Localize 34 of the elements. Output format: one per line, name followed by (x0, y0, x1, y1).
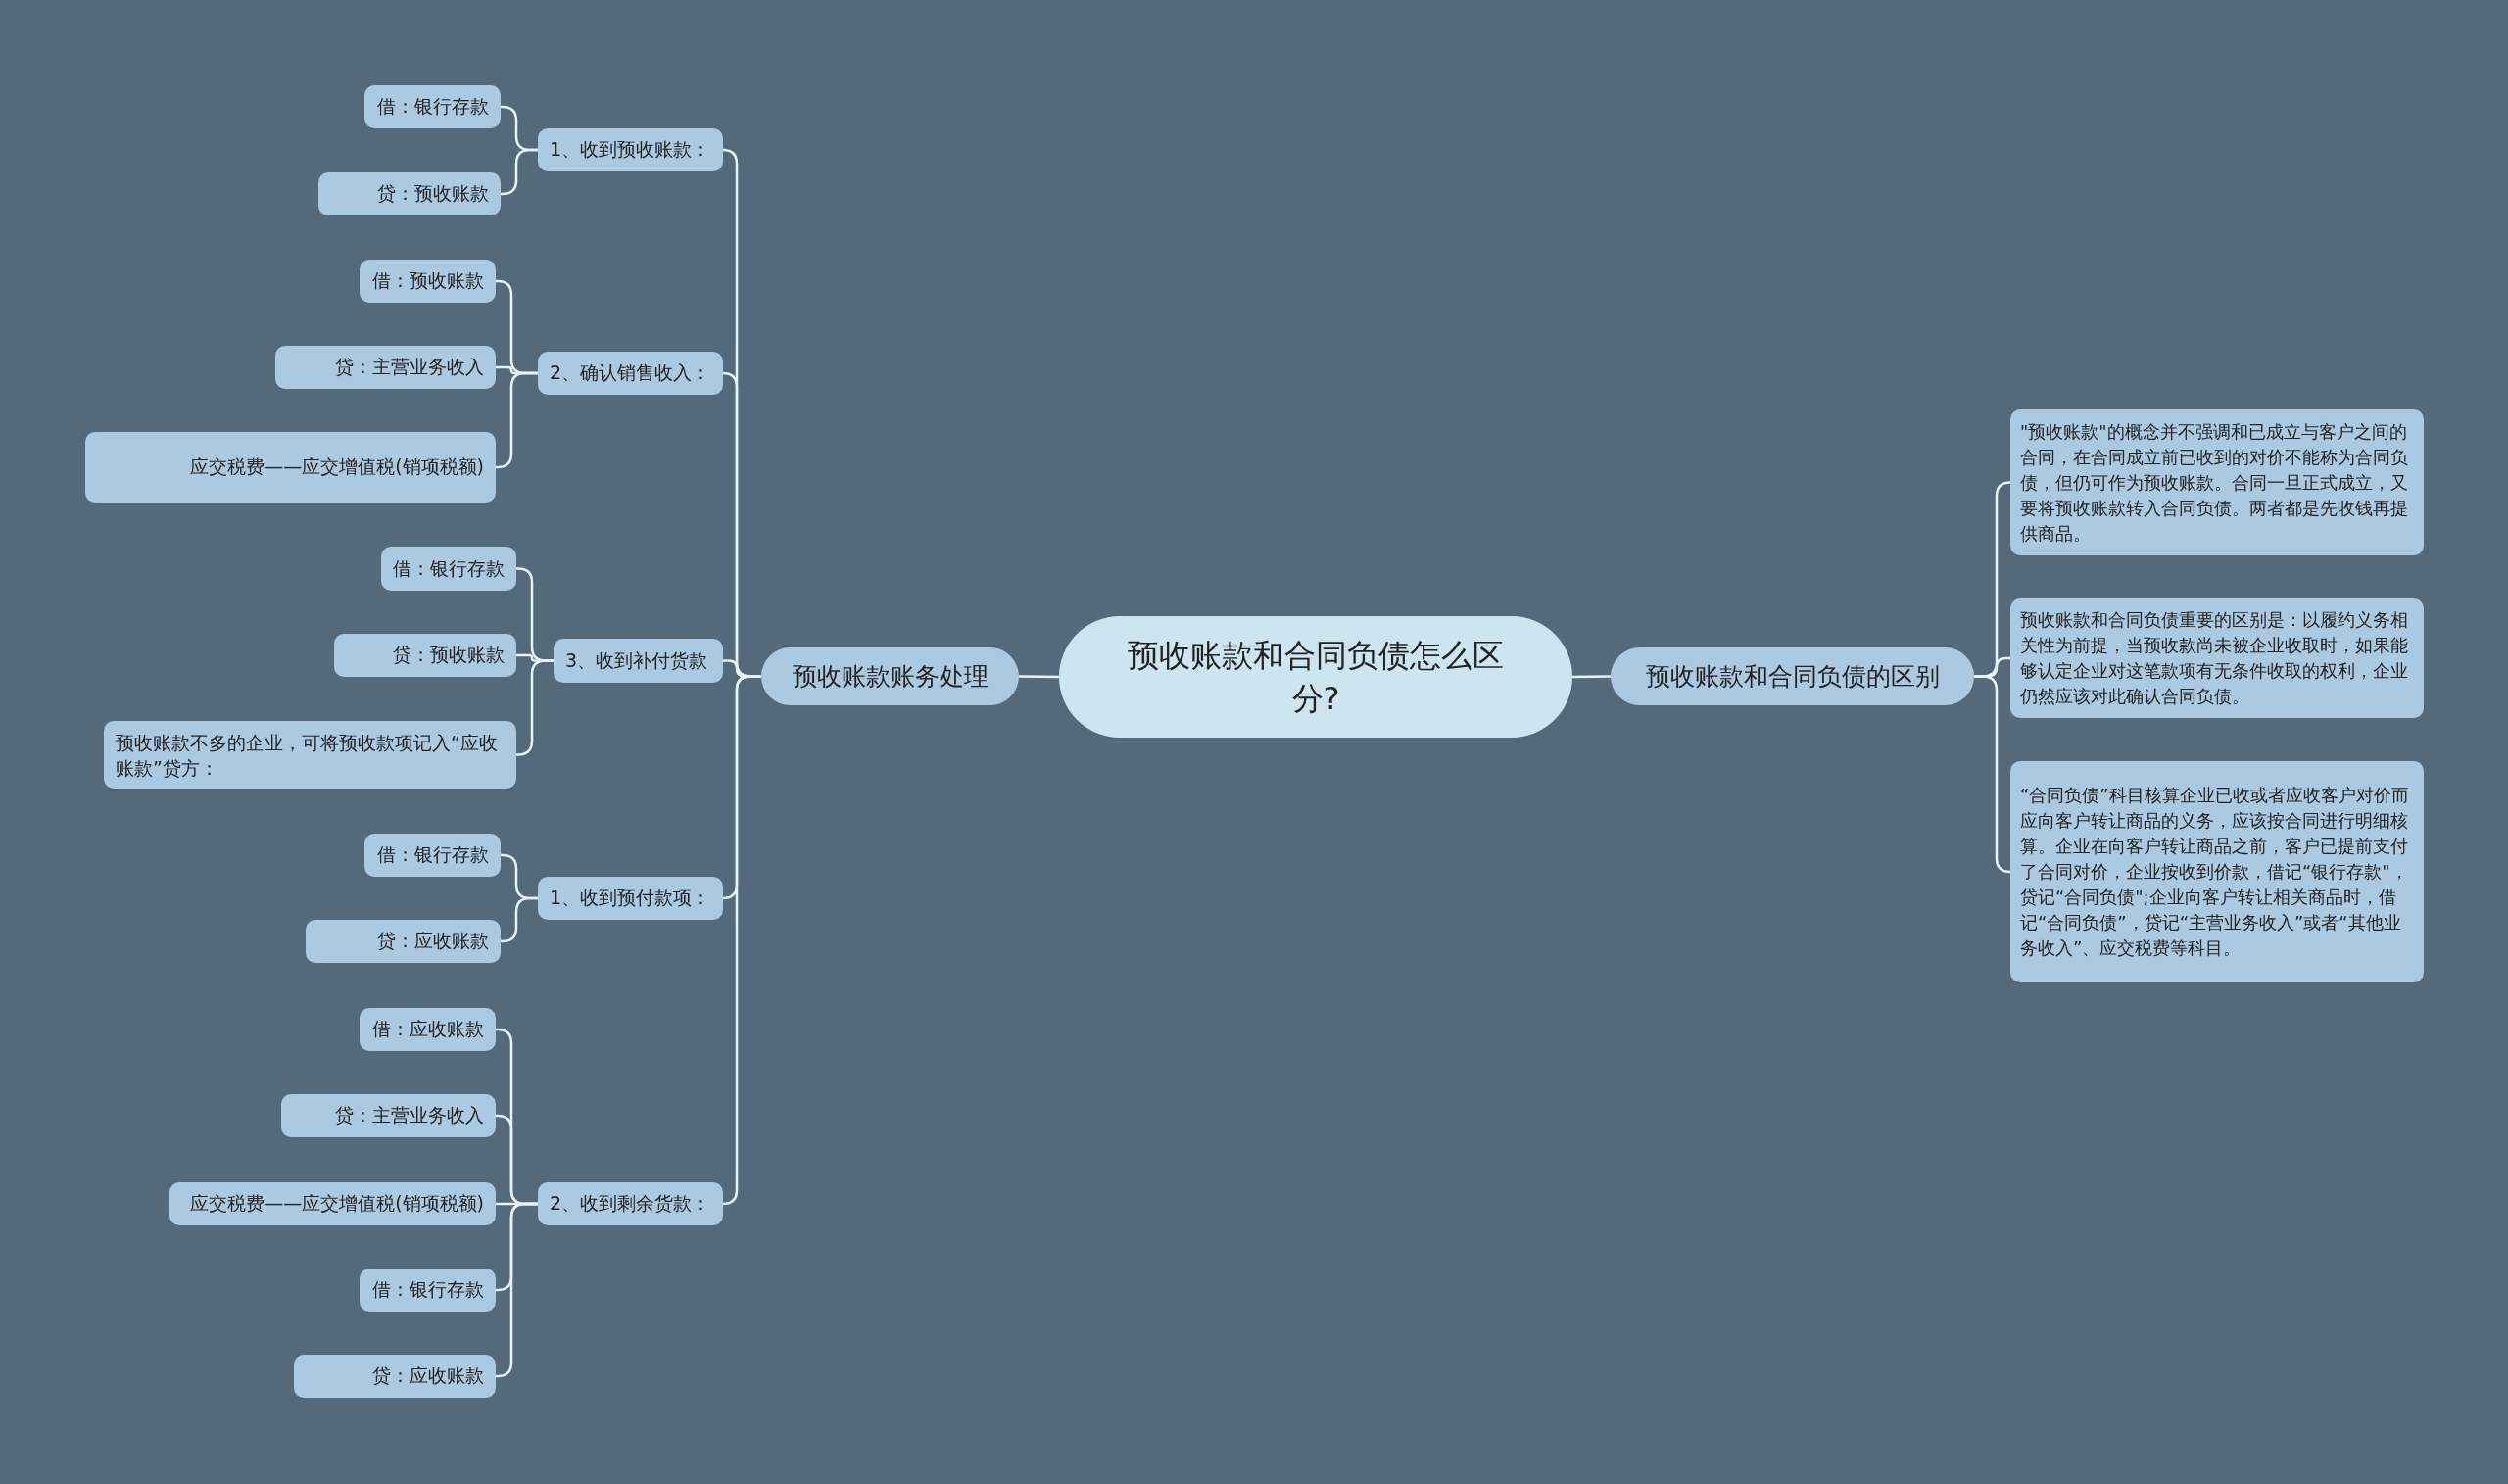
connector-line (501, 896, 538, 943)
connector-line (1572, 675, 1611, 679)
subtopic-box: 1、收到预收账款： (538, 128, 723, 171)
note-box: 预收账款和合同负债重要的区别是：以履约义务相关性为前提，当预收款尚未被企业收取时，如果能够认定企业对这笔款项有无条件收取的权利，企业仍然应该对此确认合同负债。 (2010, 598, 2424, 718)
entry-box: 借：银行存款 (364, 834, 501, 877)
entry-box: 借：应收账款 (360, 1008, 496, 1051)
note-box: "预收账款"的概念并不强调和已成立与客户之间的合同，在合同成立前已收到的对价不能称为合同负债，但仍可作为预收账款。合同一旦正式成立，又要将预收账款转入合同负债。两者都是先收钱再提供商品。 (2010, 409, 2424, 555)
connector-line (1974, 675, 2012, 874)
entry-box: 应交税费——应交增值税(销项税额) (85, 432, 496, 503)
central-topic: 预收账款和合同负债怎么区分? (1059, 616, 1572, 738)
connector-line (496, 1202, 538, 1378)
connector-line (516, 659, 554, 756)
subtopic-box: 3、收到补付货款 (554, 639, 723, 683)
branch-topic: 预收账款账务处理 (761, 647, 1019, 705)
connector-line (1019, 675, 1059, 679)
connector-line (496, 371, 538, 469)
subtopic-box: 2、确认销售收入： (538, 352, 723, 395)
entry-box: 借：银行存款 (364, 85, 501, 128)
entry-box: 贷：应收账款 (306, 920, 501, 963)
subtopic-box: 2、收到剩余货款： (538, 1182, 723, 1225)
branch-topic: 预收账款和合同负债的区别 (1611, 647, 1974, 705)
note-box: “合同负债”科目核算企业已收或者应收客户对价而应向客户转让商品的义务，应该按合同进行明细核算。企业在向客户转让商品之前，客户已提前支付了合同对价，企业按收到价款，借记“银行存款"，贷记“合同负债";企业向客户转让相关商品时，借记“合同负债”，贷记“主营业务收入”或者“其他业务收入”、应交税费等科目。 (2010, 761, 2424, 982)
connector-line (501, 148, 538, 196)
entry-box: 贷：预收账款 (318, 172, 501, 215)
entry-box: 应交税费——应交增值税(销项税额) (169, 1182, 496, 1225)
entry-box: 借：银行存款 (381, 547, 516, 591)
subtopic-box: 1、收到预付款项： (538, 877, 723, 920)
entry-box: 借：预收账款 (360, 260, 496, 303)
entry-box: 借：银行存款 (360, 1269, 496, 1312)
note-box: 预收账款不多的企业，可将预收款项记入“应收账款”贷方： (104, 721, 516, 789)
entry-box: 贷：主营业务收入 (281, 1094, 496, 1137)
entry-box: 贷：预收账款 (334, 634, 516, 677)
entry-box: 贷：主营业务收入 (275, 346, 496, 389)
entry-box: 贷：应收账款 (294, 1355, 496, 1398)
